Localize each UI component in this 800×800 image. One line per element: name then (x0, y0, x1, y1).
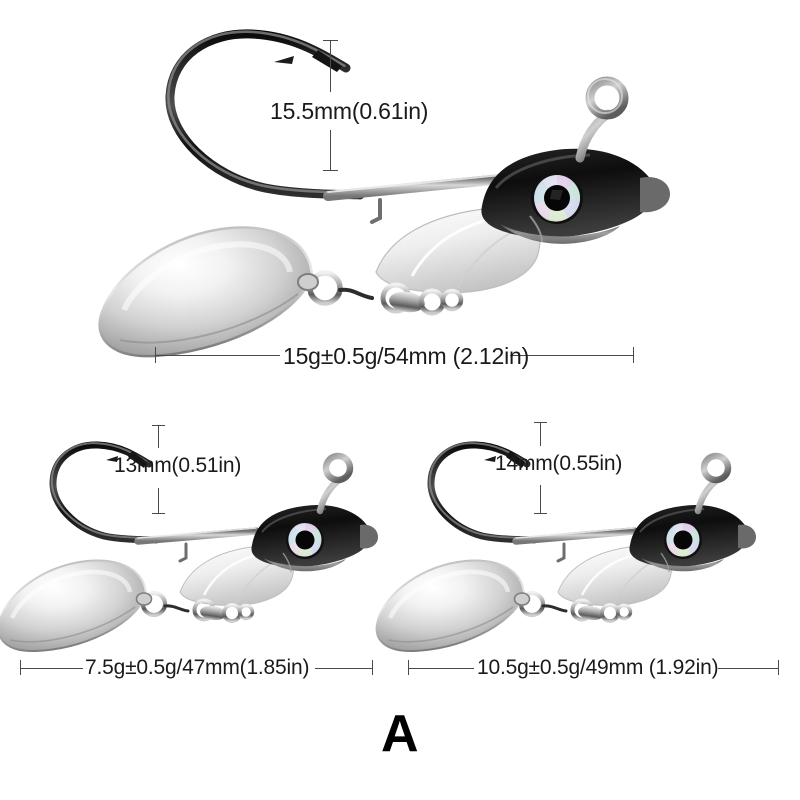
dim-rule-lower-large (330, 130, 331, 170)
hook-gap-label-large: 15.5mm(0.61in) (270, 98, 429, 124)
plate-letter: A (381, 705, 419, 763)
spec-rule-left-small-left (20, 668, 83, 669)
spec-cap-right-small-left (372, 660, 373, 675)
dim-cap-bottom-large (323, 170, 338, 171)
spec-rule-right-large (510, 355, 633, 356)
spec-rule-right-small-left (315, 668, 372, 669)
dim-rule-upper-small-left (158, 425, 159, 448)
spec-rule-right-small-right (718, 668, 778, 669)
lure-small-left (0, 410, 378, 653)
hook-small-right (427, 441, 538, 544)
hook-gap-label-small-right: 14mm(0.55in) (495, 452, 623, 475)
spinner-blade-small-right (375, 559, 531, 653)
hook-shank-small-left (134, 527, 260, 563)
dim-rule-upper-small-right (540, 422, 541, 446)
line-tie-eyelet-small-left (316, 452, 354, 515)
hook-gap-label-small-left: 13mm(0.51in) (114, 454, 242, 477)
swivel-large (307, 270, 464, 316)
swivel-small-right (518, 590, 633, 623)
spec-cap-left-small-right (408, 660, 409, 675)
hook-shank-large (323, 173, 517, 224)
spec-label-large: 15g±0.5g/54mm (2.12in) (283, 343, 530, 369)
spec-cap-right-small-right (778, 660, 779, 675)
dim-rule-lower-small-left (158, 488, 159, 513)
hook-large (165, 29, 365, 200)
line-tie-eyelet-small-right (694, 452, 732, 515)
dim-cap-bottom-small-left (152, 513, 165, 514)
dim-rule-lower-small-right (540, 485, 541, 513)
line-tie-eyelet-large (575, 76, 629, 163)
spinner-blade-large (98, 226, 319, 358)
spec-rule-left-small-right (408, 668, 474, 669)
dim-cap-bottom-small-right (534, 513, 547, 514)
lure-eye-small-left (286, 521, 324, 559)
spec-cap-left-small-left (20, 660, 21, 675)
lure-large (60, 10, 680, 358)
spec-rule-left-large (155, 355, 280, 356)
spec-label-small-right: 10.5g±0.5g/49mm (1.92in) (477, 656, 719, 679)
spec-label-small-left: 7.5g±0.5g/47mm(1.85in) (85, 656, 310, 679)
spinner-blade-small-left (0, 559, 153, 653)
lure-small-right (375, 410, 756, 653)
hook-shank-small-right (512, 527, 638, 563)
lure-eye-large (531, 172, 583, 224)
hook-small-left (49, 441, 160, 544)
spec-cap-right-large (633, 347, 634, 363)
dim-rule-upper-large (330, 40, 331, 92)
lure-eye-small-right (664, 521, 702, 559)
